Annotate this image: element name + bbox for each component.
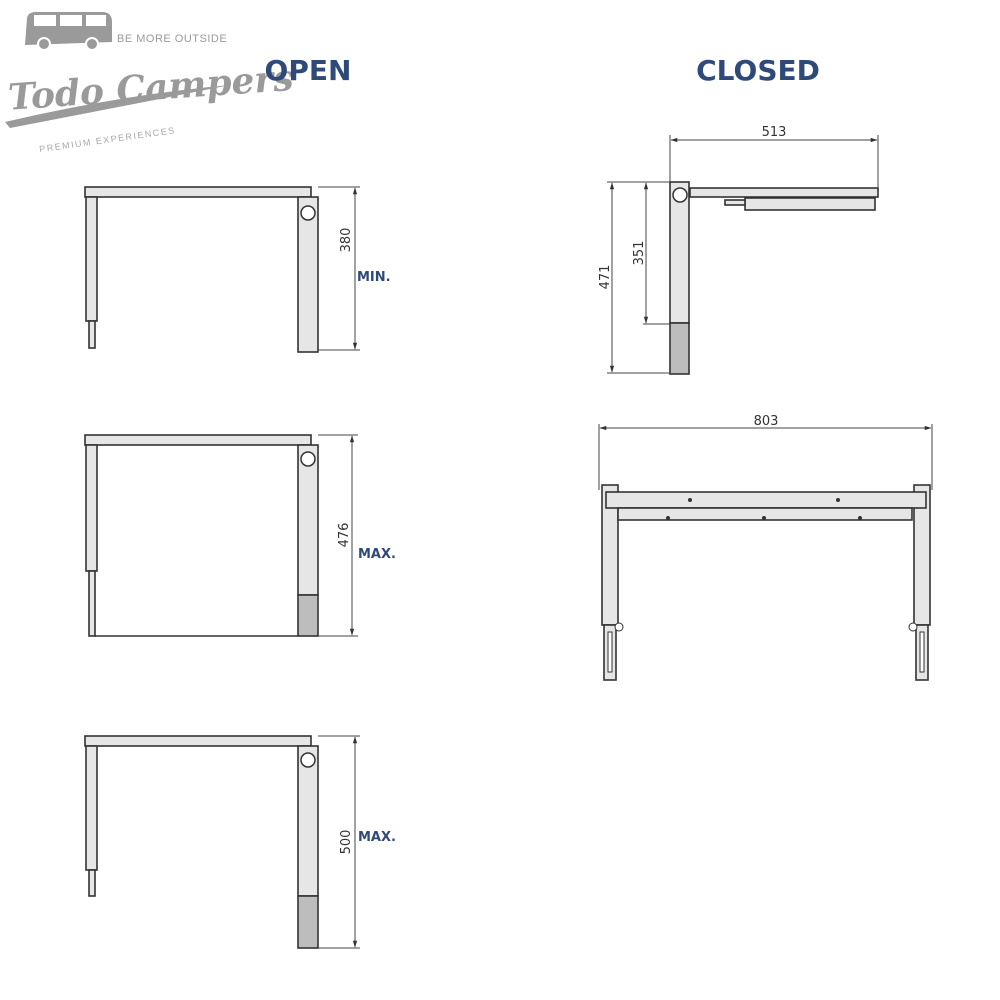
logo-swoosh	[5, 85, 230, 128]
dimension-label: 471	[598, 265, 613, 290]
dimension-label: 803	[754, 414, 779, 429]
logo-tagline: BE MORE OUTSIDE	[117, 33, 227, 45]
open-view-max-476: 476 MAX.	[84, 434, 396, 637]
closed-front-view: 803	[598, 414, 933, 681]
logo-subline: PREMIUM EXPERIENCES	[39, 125, 177, 154]
camper-van-icon	[25, 12, 112, 51]
open-view-max-500: 500 MAX.	[84, 735, 396, 949]
hinge-icon	[300, 205, 316, 221]
dimension-label: 476	[337, 523, 352, 548]
dimension-label: 513	[762, 125, 787, 140]
view-label: MAX.	[358, 547, 396, 562]
todo-campers-logo: BE MORE OUTSIDE Todo Campers PREMIUM EXP…	[5, 12, 295, 154]
view-label: MAX.	[358, 830, 396, 845]
view-label: MIN.	[357, 270, 391, 285]
closed-title: CLOSED	[696, 54, 820, 87]
hinge-icon	[300, 451, 316, 467]
logo-brand: Todo Campers	[7, 57, 295, 119]
dimension-label: 351	[632, 241, 647, 266]
hinge-icon	[672, 187, 688, 203]
open-title: OPEN	[265, 54, 352, 87]
open-view-min: 380 MIN.	[84, 186, 391, 353]
closed-side-view: 513 471 351	[598, 125, 879, 375]
dimension-label: 500	[339, 830, 354, 855]
dimension-label: 380	[339, 228, 354, 253]
hinge-icon	[300, 752, 316, 768]
